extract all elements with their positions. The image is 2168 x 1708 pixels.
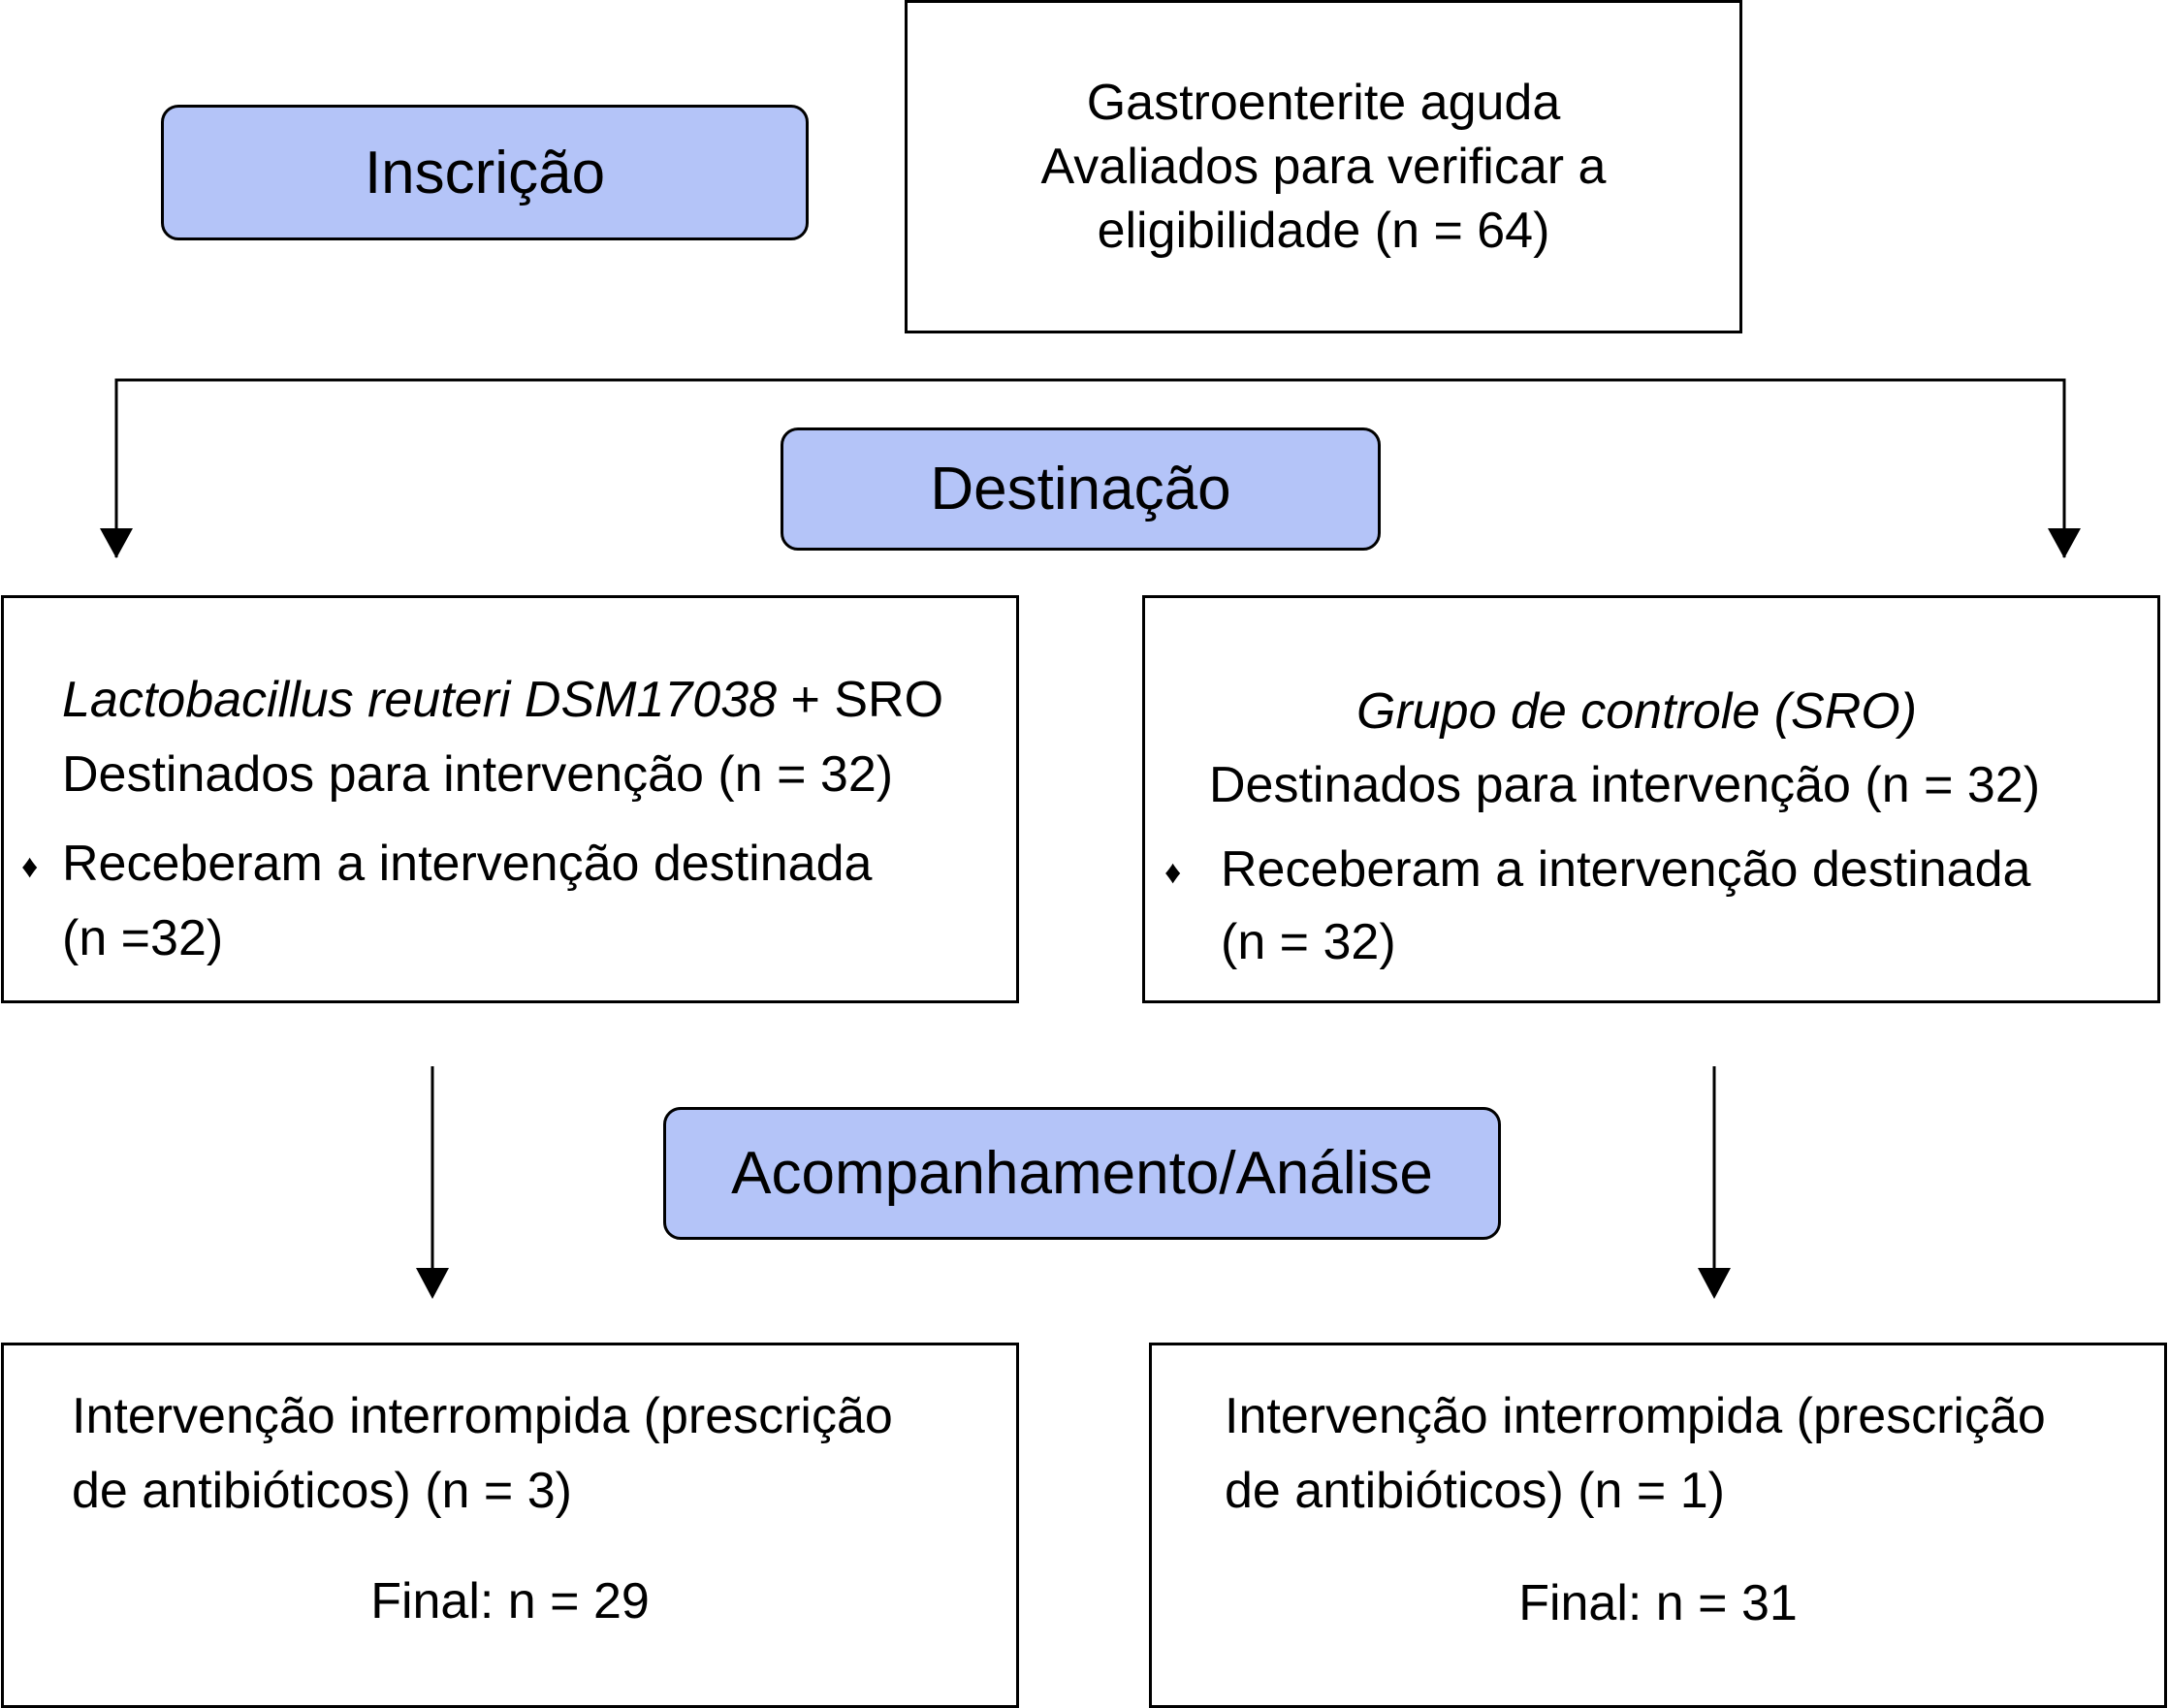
intervention-outcome-line-2: de antibióticos) (n = 3) [72, 1463, 572, 1519]
stage-followup-label: Acompanhamento/Análise [731, 1140, 1433, 1207]
arrowhead-intervention-outcome [416, 1268, 449, 1299]
assessed-line-2: Avaliados para verificar a [1040, 139, 1607, 195]
intervention-allocation-box: Lactobacillus reuteri DSM17038 + SRO Des… [1, 595, 1019, 1003]
arrowhead-control-outcome [1698, 1268, 1731, 1299]
control-allocated: Destinados para intervenção (n = 32) [1209, 757, 2041, 813]
control-received-line-1: Receberam a intervenção destinada [1221, 841, 2031, 898]
stage-followup: Acompanhamento/Análise [663, 1107, 1501, 1240]
arrowhead-left [100, 528, 133, 558]
control-outcome-line-1: Intervenção interrompida (prescrição [1225, 1388, 2046, 1444]
arrowhead-right [2048, 528, 2081, 558]
intervention-title-strain: Lactobacillus reuteri DSM17038 [62, 672, 778, 728]
stage-allocation-label: Destinação [930, 456, 1231, 522]
bullet-icon: ♦ [21, 848, 39, 885]
intervention-title: Lactobacillus reuteri DSM17038 + SRO [62, 668, 943, 732]
intervention-outcome-box: Intervenção interrompida (prescrição de … [1, 1343, 1019, 1708]
control-title: Grupo de controle (SRO) [1356, 683, 1918, 740]
intervention-final-count: Final: n = 29 [370, 1573, 650, 1629]
control-received-line-2: (n = 32) [1221, 914, 1396, 970]
control-final-count: Final: n = 31 [1518, 1575, 1798, 1631]
control-outcome-box: Intervenção interrompida (prescrição de … [1149, 1343, 2167, 1708]
intervention-received-line-1: Receberam a intervenção destinada [62, 836, 873, 892]
bullet-icon: ♦ [1164, 854, 1182, 891]
stage-enrollment-label: Inscrição [364, 139, 606, 206]
intervention-allocated: Destinados para intervenção (n = 32) [62, 746, 894, 803]
assessed-box: Gastroenterite aguda Avaliados para veri… [905, 0, 1742, 333]
stage-enrollment: Inscrição [161, 105, 809, 240]
stage-allocation: Destinação [781, 427, 1381, 551]
assessed-line-1: Gastroenterite aguda [1086, 75, 1561, 131]
intervention-received-line-2: (n =32) [62, 910, 224, 966]
intervention-outcome-line-1: Intervenção interrompida (prescrição [72, 1388, 893, 1444]
control-allocation-box: Grupo de controle (SRO) Destinados para … [1142, 595, 2160, 1003]
assessed-line-3: eligibilidade (n = 64) [1097, 203, 1550, 259]
split-connector [114, 378, 2066, 557]
control-outcome-line-2: de antibióticos) (n = 1) [1225, 1463, 1725, 1519]
intervention-title-suffix: + SRO [777, 672, 944, 728]
